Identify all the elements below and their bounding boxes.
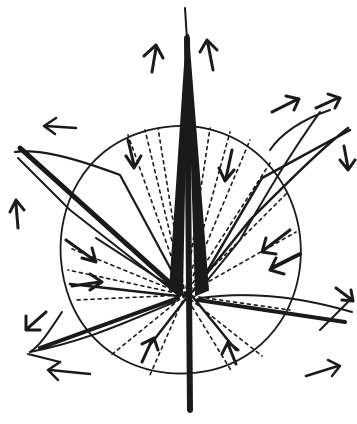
- arrow-left-bottom-icon: [48, 362, 90, 380]
- arrow-down-left-icon: [26, 312, 46, 330]
- arrow-up-left-edge-icon: [10, 200, 24, 228]
- inner-arrow-7-icon: [142, 338, 158, 362]
- arrow-right-mid-icon: [336, 288, 353, 301]
- arrow-up-left-icon: [144, 45, 163, 72]
- arrow-right-bottom-icon: [306, 360, 340, 376]
- arrow-up-right-icon: [200, 40, 217, 70]
- arrow-down-right-icon: [340, 146, 355, 170]
- inner-arrow-1-icon: [126, 140, 141, 168]
- inner-arrow-4-icon: [270, 254, 300, 274]
- arrow-right-top-2-icon: [316, 94, 340, 108]
- arrow-right-top-icon: [272, 96, 299, 112]
- inner-arrow-3-icon: [262, 230, 290, 254]
- arrow-left-icon: [44, 118, 76, 134]
- inner-arrow-6-icon: [66, 240, 96, 262]
